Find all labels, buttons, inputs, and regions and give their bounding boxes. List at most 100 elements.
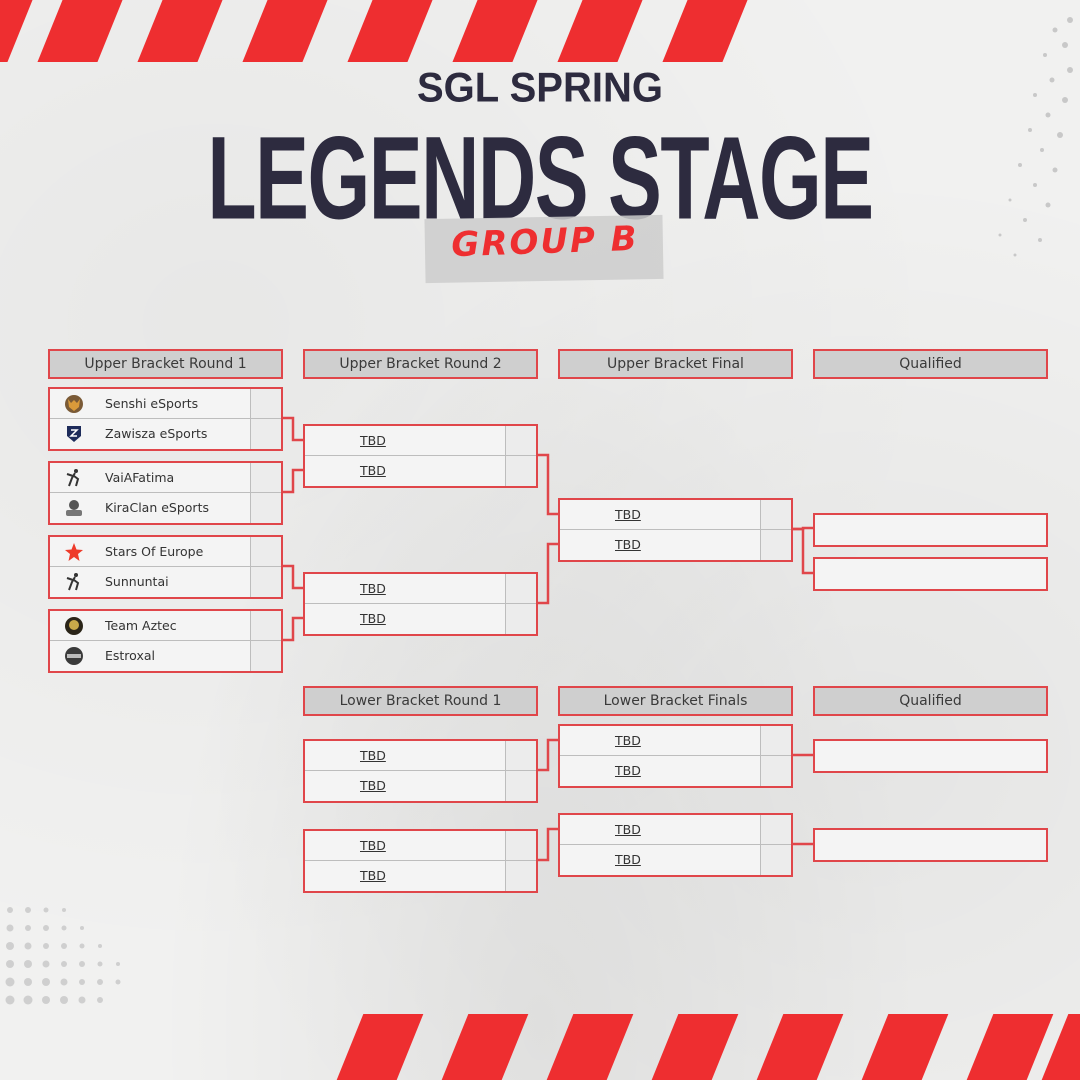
match-lb-r1-2[interactable]: TBD TBD	[303, 829, 538, 893]
team-slot[interactable]: TBD	[560, 726, 791, 756]
score-cell	[250, 537, 281, 566]
halftone-dots-bottom-left	[5, 907, 121, 1005]
team-name: Stars Of Europe	[105, 544, 204, 559]
match-ub-r2-2[interactable]: TBD TBD	[303, 572, 538, 636]
score-cell	[505, 456, 536, 486]
team-slot[interactable]: TBD	[560, 500, 791, 530]
header-lb-round1: Lower Bracket Round 1	[303, 686, 538, 716]
estroxal-emblem-icon	[65, 647, 83, 665]
cs-player-icon	[66, 469, 80, 487]
score-cell	[250, 493, 281, 523]
team-slot[interactable]: TBD	[305, 831, 536, 861]
team-name: TBD	[360, 778, 386, 793]
team-slot[interactable]: Senshi eSports	[50, 389, 281, 419]
star-icon	[65, 543, 83, 561]
match-ub-r2-1[interactable]: TBD TBD	[303, 424, 538, 488]
team-name: KiraClan eSports	[105, 500, 209, 515]
team-slot[interactable]: TBD	[305, 456, 536, 486]
header-qualified-lower: Qualified	[813, 686, 1048, 716]
score-cell	[250, 611, 281, 640]
team-name: TBD	[615, 537, 641, 552]
aztec-mask-icon	[65, 617, 83, 635]
match-lb-final-2[interactable]: TBD TBD	[558, 813, 793, 877]
team-slot[interactable]: VaiAFatima	[50, 463, 281, 493]
score-cell	[505, 741, 536, 770]
team-slot[interactable]: TBD	[560, 845, 791, 875]
team-name: Senshi eSports	[105, 396, 199, 411]
score-cell	[760, 845, 791, 875]
team-slot[interactable]: KiraClan eSports	[50, 493, 281, 523]
score-cell	[505, 574, 536, 603]
cs-player-icon	[66, 573, 80, 591]
score-cell	[250, 463, 281, 492]
team-name: TBD	[360, 463, 386, 478]
team-slot[interactable]: Estroxal	[50, 641, 281, 671]
team-slot[interactable]: Zawisza eSports	[50, 419, 281, 449]
header-lb-finals: Lower Bracket Finals	[558, 686, 793, 716]
score-cell	[760, 756, 791, 786]
score-cell	[250, 389, 281, 418]
score-cell	[760, 500, 791, 529]
team-name: Zawisza eSports	[105, 426, 208, 441]
team-name: TBD	[360, 433, 386, 448]
team-slot[interactable]: TBD	[560, 530, 791, 560]
team-name: Sunnuntai	[105, 574, 169, 589]
team-name: TBD	[360, 748, 386, 763]
team-name: Estroxal	[105, 648, 155, 663]
team-name: TBD	[615, 822, 641, 837]
team-slot[interactable]: TBD	[305, 741, 536, 771]
header-qualified-upper: Qualified	[813, 349, 1048, 379]
score-cell	[505, 861, 536, 891]
team-slot[interactable]: TBD	[560, 815, 791, 845]
team-slot[interactable]: TBD	[305, 604, 536, 634]
match-ub-r1-2[interactable]: VaiAFatima KiraClan eSports	[48, 461, 283, 525]
match-lb-final-1[interactable]: TBD TBD	[558, 724, 793, 788]
team-slot[interactable]: TBD	[305, 574, 536, 604]
qualified-slot-lower-1[interactable]	[813, 739, 1048, 773]
team-slot[interactable]: Sunnuntai	[50, 567, 281, 597]
score-cell	[505, 771, 536, 801]
score-cell	[505, 831, 536, 860]
team-name: TBD	[360, 611, 386, 626]
team-slot[interactable]: Team Aztec	[50, 611, 281, 641]
score-cell	[760, 815, 791, 844]
title-top: SGL SPRING	[417, 64, 663, 112]
match-ub-final[interactable]: TBD TBD	[558, 498, 793, 562]
team-name: TBD	[360, 838, 386, 853]
qualified-slot-lower-2[interactable]	[813, 828, 1048, 862]
team-name: TBD	[615, 507, 641, 522]
header-ub-round1: Upper Bracket Round 1	[48, 349, 283, 379]
score-cell	[250, 567, 281, 597]
score-cell	[505, 426, 536, 455]
header-ub-round2: Upper Bracket Round 2	[303, 349, 538, 379]
match-lb-r1-1[interactable]: TBD TBD	[303, 739, 538, 803]
score-cell	[760, 726, 791, 755]
score-cell	[250, 641, 281, 671]
team-slot[interactable]: TBD	[305, 426, 536, 456]
match-ub-r1-1[interactable]: Senshi eSports Zawisza eSports	[48, 387, 283, 451]
team-slot[interactable]: TBD	[305, 771, 536, 801]
wolf-icon	[65, 395, 83, 413]
team-name: TBD	[615, 763, 641, 778]
team-name: TBD	[360, 868, 386, 883]
team-name: VaiAFatima	[105, 470, 175, 485]
shield-z-icon	[67, 426, 81, 442]
team-name: TBD	[615, 733, 641, 748]
header-ub-final: Upper Bracket Final	[558, 349, 793, 379]
team-slot[interactable]: Stars Of Europe	[50, 537, 281, 567]
team-slot[interactable]: TBD	[560, 756, 791, 786]
team-name: Team Aztec	[105, 618, 177, 633]
match-ub-r1-3[interactable]: Stars Of Europe Sunnuntai	[48, 535, 283, 599]
score-cell	[250, 419, 281, 449]
team-slot[interactable]: TBD	[305, 861, 536, 891]
team-name: TBD	[615, 852, 641, 867]
score-cell	[505, 604, 536, 634]
halftone-dots-top-right	[998, 17, 1073, 257]
helmet-icon	[66, 500, 82, 516]
qualified-slot-upper-2[interactable]	[813, 557, 1048, 591]
score-cell	[760, 530, 791, 560]
match-ub-r1-4[interactable]: Team Aztec Estroxal	[48, 609, 283, 673]
qualified-slot-upper-1[interactable]	[813, 513, 1048, 547]
